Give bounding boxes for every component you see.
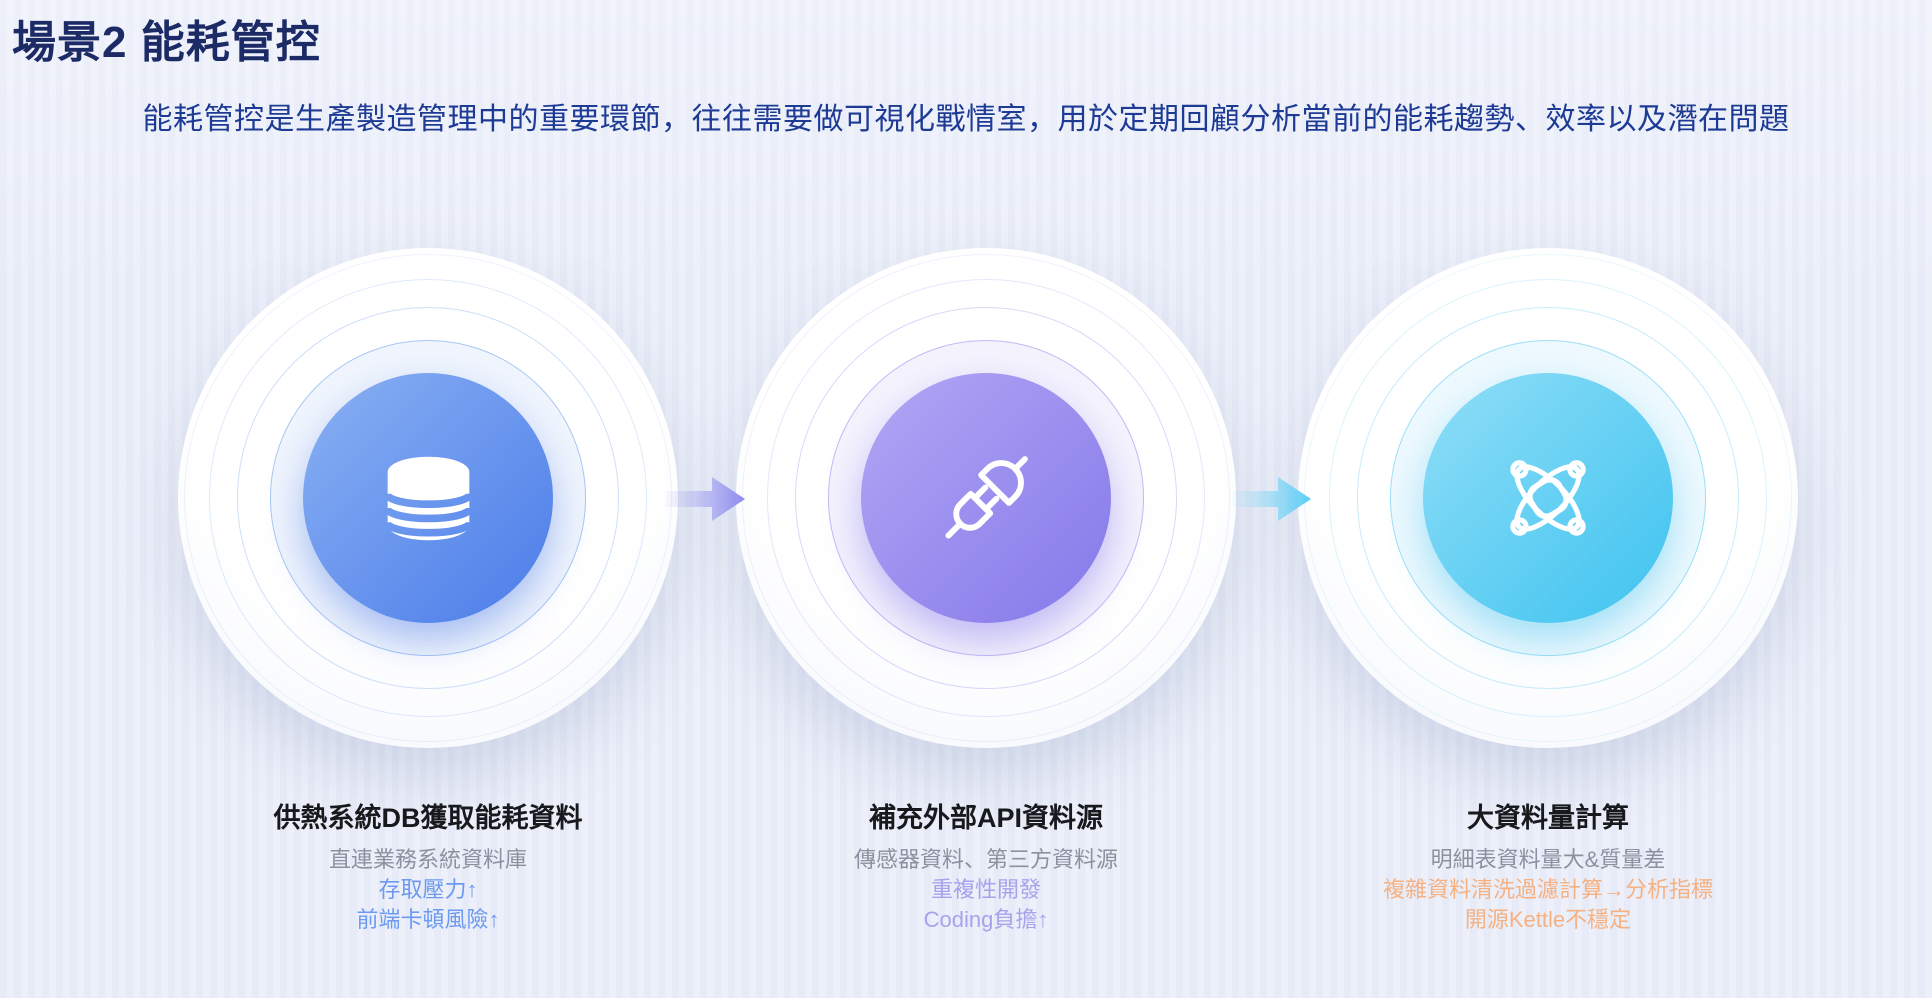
step1-note-2: 前端卡頓風險↑ (356, 907, 500, 932)
step3-note-1: 複雜資料清洗過濾計算→分析指標 (1382, 877, 1713, 902)
step1-core-circle (303, 373, 553, 623)
step1-caption: 供熱系統DB獲取能耗資料 直連業務系統資料庫 存取壓力↑ 前端卡頓風險↑ (128, 800, 728, 935)
step1-subtitle: 直連業務系統資料庫 (328, 847, 527, 872)
step2-title: 補充外部API資料源 (868, 803, 1103, 833)
step2-note-1: 重複性開發 (930, 877, 1041, 902)
page-title: 場景2 能耗管控 (12, 18, 321, 67)
plug-icon (945, 456, 1028, 539)
step2-ring-graphic (736, 248, 1236, 748)
step2-core-circle (861, 373, 1111, 623)
step2-caption: 補充外部API資料源 傳感器資料、第三方資料源 重複性開發 Coding負擔↑ (686, 800, 1286, 935)
step3-subtitle: 明細表資料量大&質量差 (1430, 847, 1666, 872)
step2-subtitle: 傳感器資料、第三方資料源 (853, 847, 1118, 872)
step3-core-circle (1423, 373, 1673, 623)
page-subtitle: 能耗管控是生產製造管理中的重要環節，往往需要做可視化戰情室，用於定期回顧分析當前… (142, 103, 1790, 136)
step1-ring-graphic (178, 248, 678, 748)
arrow-step1-to-step2-icon (666, 477, 745, 521)
step1-note-1: 存取壓力↑ (378, 877, 478, 902)
step3-ring-graphic (1298, 248, 1798, 748)
step2-note-2: Coding負擔↑ (923, 907, 1049, 932)
step3-note-2: 開源Kettle不穩定 (1464, 907, 1632, 932)
arrow-step2-to-step3-icon (1232, 477, 1311, 521)
step1-title: 供熱系統DB獲取能耗資料 (273, 803, 583, 833)
atom-icon (1510, 460, 1586, 536)
step3-caption: 大資料量計算 明細表資料量大&質量差 複雜資料清洗過濾計算→分析指標 開源Ket… (1248, 800, 1848, 935)
database-icon (387, 456, 469, 540)
step3-title: 大資料量計算 (1467, 803, 1629, 833)
